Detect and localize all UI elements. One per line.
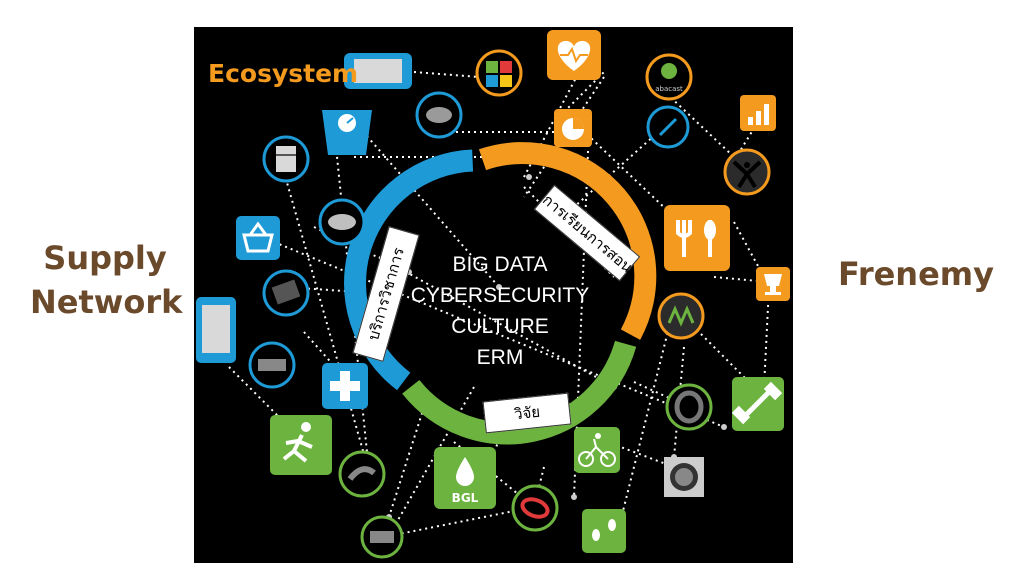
- restaurant-icon: [664, 205, 730, 271]
- center-line-erm: ERM: [476, 346, 524, 369]
- fitness-band-icon: [665, 383, 713, 431]
- heart-monitor-icon: [657, 292, 705, 340]
- footprints-icon: [582, 509, 626, 553]
- pie-chart-icon: [554, 109, 592, 147]
- phone-device-icon: [262, 269, 310, 317]
- medical-plus-icon: [322, 363, 368, 409]
- tablet-portrait-icon: [196, 297, 236, 363]
- shoe-icon: [318, 198, 366, 246]
- compass-icon: [646, 105, 690, 149]
- ring-segment-green: [402, 340, 637, 445]
- supply-label-line1: Supply: [43, 239, 167, 277]
- wristband-icon: [338, 450, 386, 498]
- center-text: BIG DATA CYBERSECURITY CULTURE ERM: [400, 249, 600, 373]
- ecosystem-diagram: abacast: [194, 27, 793, 563]
- device-icon: abacast: [645, 53, 693, 101]
- ecosystem-title: Ecosystem: [208, 59, 359, 88]
- blood-glucose-icon: BGL: [434, 447, 496, 509]
- cyclist-icon: [574, 427, 620, 473]
- colorful-app-icon: [475, 49, 523, 97]
- supply-label-line2: Network: [30, 283, 183, 321]
- gymnast-icon: [723, 148, 771, 196]
- mouse-device-icon: [415, 91, 463, 139]
- clip-device-icon: [360, 515, 404, 559]
- red-wristband-icon: [511, 484, 559, 532]
- center-line-cybersecurity: CYBERSECURITY: [410, 284, 590, 307]
- fridge-icon: [262, 135, 310, 183]
- device-label: abacast: [655, 85, 683, 93]
- bgl-label: BGL: [452, 491, 479, 505]
- watch-icon: [664, 457, 704, 497]
- bar-chart-icon: [740, 95, 776, 131]
- headband-device-icon: [248, 341, 296, 389]
- center-line-culture: CULTURE: [451, 315, 549, 338]
- tablet-landscape-icon: [344, 53, 412, 89]
- supply-network-label: Supply Network: [30, 236, 183, 324]
- heart-icon: [547, 30, 601, 80]
- frenemy-label: Frenemy: [838, 255, 994, 293]
- dumbbell-icon: [731, 377, 784, 431]
- ring-segment-orange: [478, 142, 657, 340]
- scale-icon: [322, 110, 372, 155]
- shopping-basket-icon: [236, 216, 280, 260]
- runner-icon: [270, 415, 332, 475]
- center-line-big-data: BIG DATA: [452, 253, 548, 276]
- trophy-icon: [756, 267, 790, 301]
